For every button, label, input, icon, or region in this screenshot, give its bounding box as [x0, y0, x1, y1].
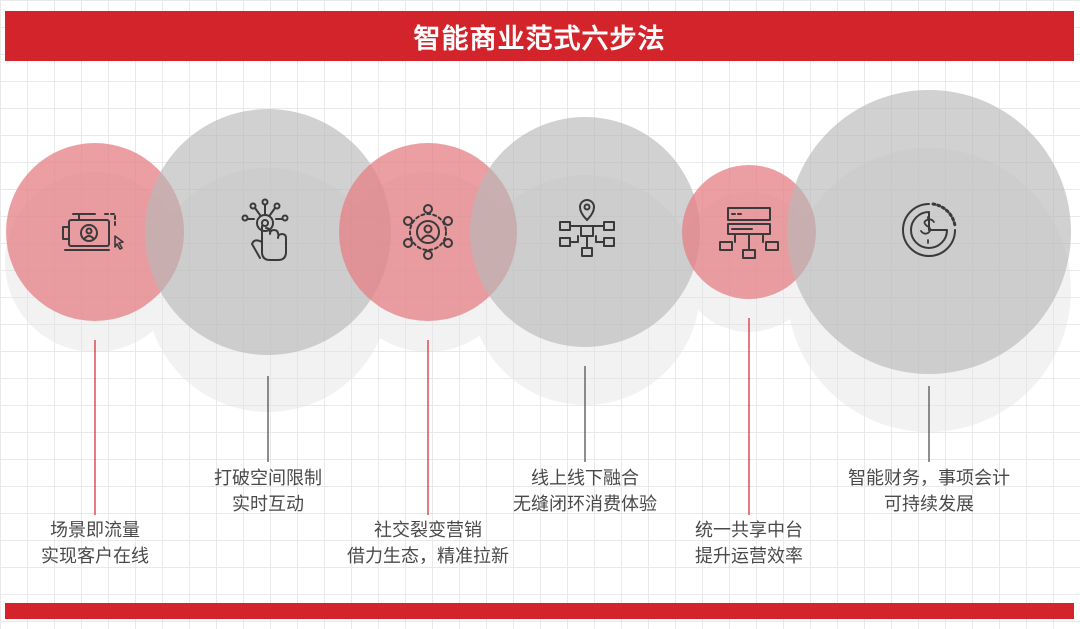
camera-screen-icon	[62, 213, 124, 251]
step-circle-5	[682, 165, 816, 299]
touch-hand-icon	[241, 198, 289, 261]
location-network-icon	[559, 199, 615, 257]
step-circle-1	[6, 143, 184, 321]
step-4-line-2: 无缝闭环消费体验	[513, 494, 657, 515]
step-circle-4	[470, 117, 700, 347]
step-3-line-2: 借力生态，精准拉新	[347, 546, 509, 567]
icon-layer	[62, 198, 957, 261]
step-2-line-1: 打破空间限制	[214, 468, 322, 489]
step-label-1: 场景即流量 实现客户在线	[0, 518, 225, 570]
step-6-line-1: 智能财务，事项会计	[848, 468, 1010, 489]
step-label-3: 社交裂变营销 借力生态，精准拉新	[298, 518, 558, 570]
step-3-line-1: 社交裂变营销	[374, 520, 482, 541]
step-label-2: 打破空间限制 实时互动	[138, 466, 398, 518]
sitemap-icon	[719, 207, 779, 259]
step-5-line-2: 提升运营效率	[695, 546, 803, 567]
step-4-line-1: 线上线下融合	[531, 468, 639, 489]
title-banner: 智能商业范式六步法	[5, 11, 1074, 61]
page-title: 智能商业范式六步法	[413, 23, 666, 55]
step-5-line-1: 统一共享中台	[695, 520, 803, 541]
step-1-line-2: 实现客户在线	[41, 546, 149, 567]
step-label-4: 线上线下融合 无缝闭环消费体验	[455, 466, 715, 518]
step-label-6: 智能财务，事项会计 可持续发展	[799, 466, 1059, 518]
social-network-icon	[403, 204, 453, 260]
step-label-5: 统一共享中台 提升运营效率	[619, 518, 879, 570]
step-1-line-1: 场景即流量	[50, 520, 140, 541]
step-circle-2	[145, 109, 391, 355]
step-6-line-2: 可持续发展	[884, 494, 974, 515]
dollar-chart-icon	[902, 202, 957, 257]
step-2-line-2: 实时互动	[232, 494, 304, 515]
connector-layer	[94, 318, 930, 515]
bottom-bar	[5, 603, 1074, 619]
